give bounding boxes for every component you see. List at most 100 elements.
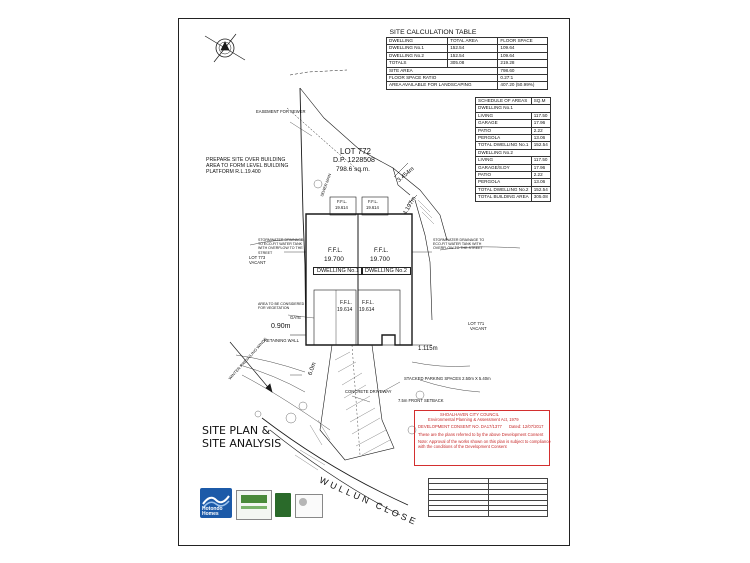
- stamp-line-2: Note: Approval of the works shown on thi…: [418, 439, 551, 444]
- accreditation-badge-1: [236, 490, 272, 520]
- schedule-row-label: PATIO: [475, 126, 532, 136]
- ffl-label-d1: F.F.L.: [328, 248, 343, 254]
- ffl-label-upper-2: F.F.L.: [368, 199, 379, 204]
- fsr-label: FLOOR SPACE RATIO: [385, 74, 499, 83]
- hotondo-logo: Hotondo Homes: [200, 488, 232, 518]
- prepare-site-note: PREPARE SITE OVER BUILDING AREA TO FORM …: [206, 157, 289, 175]
- schedule-row-value: 17.96: [530, 119, 551, 128]
- schedule-total-value: 152.54: [530, 141, 551, 150]
- lot-773-label: LOT 773: [249, 255, 266, 260]
- site-calculation-table: SITE CALCULATION TABLE DWELLING TOTAL AR…: [385, 28, 548, 90]
- dwelling-2-label: DWELLING No.2: [361, 267, 411, 275]
- stacked-parking-note: STACKED PARKING SPACES 2.50m X 5.40m: [404, 376, 491, 381]
- front-setback-note: 7.5m FRONT SETBACK: [398, 398, 444, 403]
- schedule-row-label: LIVING: [475, 111, 532, 121]
- schedule-row-value: 13.06: [530, 178, 551, 187]
- lot-771-status: VACANT: [470, 326, 487, 331]
- site-area-value: 798.60: [497, 66, 548, 76]
- council-approval-stamp: SHOALHAVEN CITY COUNCIL Environmental Pl…: [414, 410, 551, 466]
- title-block-cell: [487, 510, 548, 517]
- schedule-title: SCHEDULE OF AREAS: [475, 96, 532, 106]
- lot-area: 798.6 sq.m.: [336, 166, 370, 173]
- calc-header-floor-space: FLOOR SPACE: [497, 36, 548, 46]
- ffl-label-g2: F.F.L.: [362, 300, 374, 306]
- calc-row-value: 305.08: [447, 59, 499, 68]
- dim-side-setback: 0.90m: [271, 323, 291, 330]
- calc-header-dwelling: DWELLING: [385, 36, 449, 46]
- lot-773-status: VACANT: [249, 260, 266, 265]
- badge-seal-icon: [299, 498, 307, 506]
- easement-note: EASEMENT FOR SEWER: [256, 109, 306, 114]
- ffl-value-g2: 19.614: [359, 307, 375, 313]
- schedule-building-total-label: TOTAL BUILDING AREA: [475, 193, 532, 202]
- calc-row-value: 152.54: [447, 51, 499, 61]
- ffl-value-g1: 19.614: [337, 307, 353, 313]
- site-plan-title-1: SITE PLAN &: [202, 424, 271, 437]
- north-arrow-icon: [204, 33, 246, 63]
- schedule-row-label: GARAGE/S.DY: [475, 163, 532, 173]
- accreditation-badge-2: [275, 493, 291, 517]
- site-area-label: SITE AREA: [385, 66, 499, 76]
- schedule-d1-title: DWELLING No.1: [475, 104, 551, 113]
- stamp-consent: DEVELOPMENT CONSENT NO. DA17/1377: [418, 424, 502, 429]
- schedule-row-value: 117.50: [530, 111, 551, 121]
- schedule-row-label: PERGOLA: [475, 134, 532, 143]
- site-plan-title-2: SITE ANALYSIS: [202, 437, 282, 450]
- title-block-cell: [428, 510, 489, 517]
- schedule-total-label: TOTAL DWELLING No.2: [475, 185, 532, 195]
- ffl-value-upper-2: 19.614: [366, 205, 379, 210]
- drawing-title-block: [428, 477, 548, 517]
- schedule-row-value: 117.50: [530, 156, 551, 165]
- schedule-of-areas-table: SCHEDULE OF AREAS SQ.M DWELLING No.1 LIV…: [475, 96, 551, 202]
- calc-table-title: SITE CALCULATION TABLE: [389, 29, 477, 36]
- schedule-total-value: 152.54: [530, 185, 551, 195]
- schedule-row-label: LIVING: [475, 156, 532, 165]
- lot-number: LOT 772: [340, 147, 371, 156]
- calc-row-label: TOTALS: [385, 59, 449, 68]
- gate-label: GATE: [290, 315, 302, 320]
- lot-771-label: LOT 771: [468, 321, 485, 326]
- schedule-row-value: 13.06: [530, 134, 551, 143]
- badge-bar-icon: [241, 506, 267, 509]
- calc-row-value: 152.54: [447, 44, 499, 53]
- calc-row-value: 219.28: [497, 59, 548, 68]
- ffl-label-g1: F.F.L.: [340, 300, 352, 306]
- dwelling-1-label: DWELLING No.1: [313, 267, 363, 275]
- stamp-dated-label: Dated:: [509, 424, 522, 429]
- schedule-row-value: 17.96: [530, 163, 551, 173]
- stormwater-note-right: STORMWATER DRAINAGE TO ECO-FIT WATER TAN…: [433, 238, 485, 251]
- fsr-value: 0.27:1: [497, 74, 548, 83]
- calc-header-total-area: TOTAL AREA: [447, 36, 499, 46]
- schedule-row-label: PERGOLA: [475, 178, 532, 187]
- calc-row-label: DWELLING No.1: [385, 44, 449, 53]
- ffl-value-upper-1: 19.614: [335, 205, 348, 210]
- vegetation-note: AREA TO BE CONSIDERED FOR VEGETATION: [258, 302, 305, 311]
- stamp-council: SHOALHAVEN CITY COUNCIL: [440, 412, 499, 417]
- ffl-value-d1: 19.700: [324, 256, 344, 263]
- schedule-d2-title: DWELLING No.2: [475, 148, 551, 158]
- dim-rear-setback: 1.115m: [418, 346, 438, 352]
- ffl-value-d2: 19.700: [370, 256, 390, 263]
- accreditation-badge-3: [295, 494, 323, 518]
- retaining-wall-label: RETAINING WALL: [264, 338, 299, 343]
- ffl-label-d2: F.F.L.: [374, 248, 389, 254]
- hotondo-wave-icon: [202, 495, 230, 509]
- calc-row-value: 109.64: [497, 44, 548, 53]
- deposited-plan: D.P. 1228508: [333, 157, 375, 164]
- stamp-act: Environmental Planning & Assessment Act,…: [428, 417, 519, 422]
- schedule-total-label: TOTAL DWELLING No.1: [475, 141, 532, 150]
- calc-row-value: 109.64: [497, 51, 548, 61]
- schedule-row-label: GARAGE: [475, 119, 532, 128]
- schedule-building-total-value: 305.08: [530, 193, 551, 202]
- stamp-dated-value: 12/07/2017: [522, 424, 544, 429]
- schedule-row-label: PATIO: [475, 171, 532, 180]
- ffl-label-upper-1: F.F.L.: [337, 199, 348, 204]
- stamp-line-3: with the conditions of the Development C…: [418, 444, 507, 449]
- schedule-row-value: 2.22: [530, 171, 551, 180]
- concrete-driveway-note: CONCRETE DRIVEWAY: [345, 389, 392, 394]
- badge-bar-icon: [241, 495, 267, 503]
- landscaping-value: 407.20 (50.99%): [497, 81, 548, 90]
- hotondo-name: Hotondo Homes: [202, 506, 223, 518]
- stamp-line-1: These are the plans referred to by the a…: [418, 432, 544, 437]
